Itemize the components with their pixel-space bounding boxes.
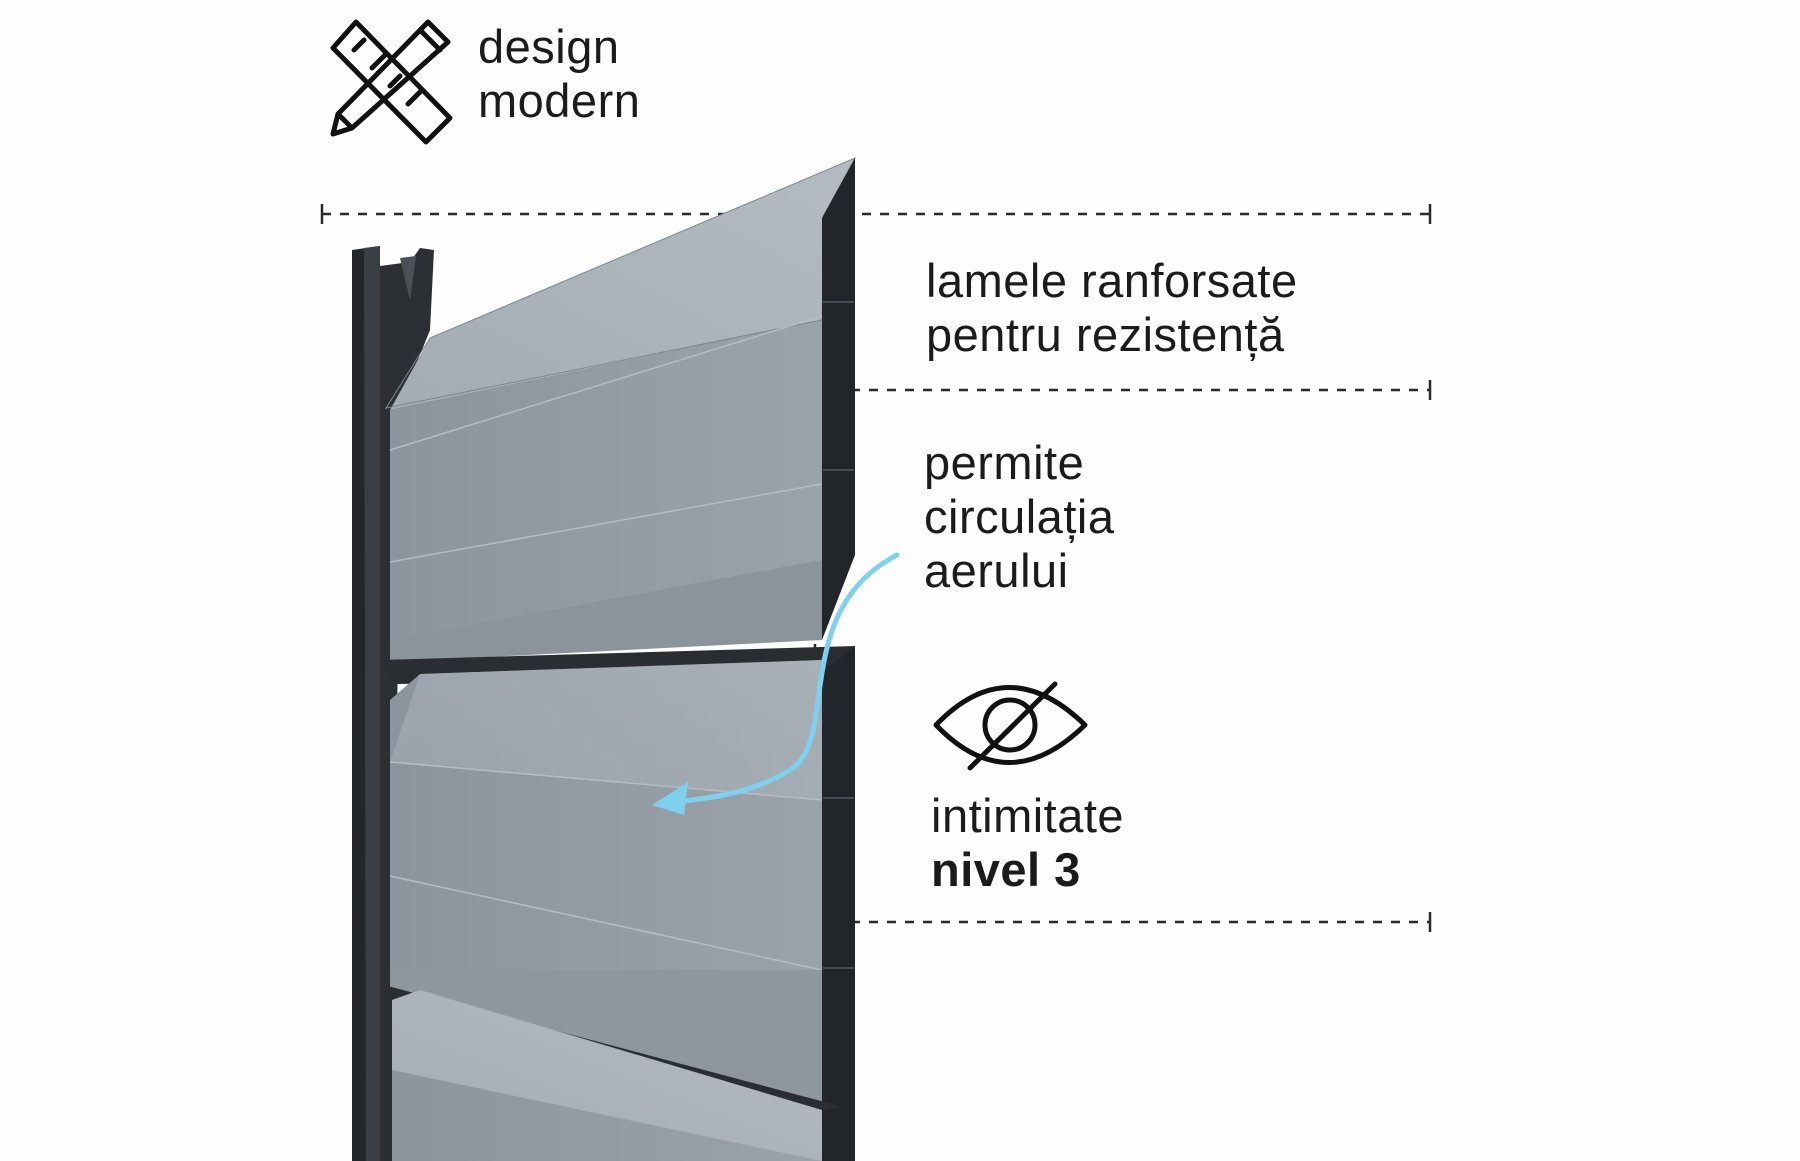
privacy-level: nivel 3 — [931, 843, 1081, 896]
slats-line-1: lamele ranforsate — [926, 254, 1298, 307]
design-line-1: design — [478, 20, 620, 73]
eye-slash-icon — [933, 681, 1088, 771]
airflow-arrow-head — [652, 782, 688, 815]
airflow-line-1: permite — [924, 436, 1085, 489]
slats-line-2: pentru rezistență — [926, 308, 1285, 361]
slat-1 — [384, 156, 857, 662]
pencil-ruler-icon — [330, 19, 453, 145]
slat-3 — [384, 985, 855, 1161]
airflow-line-2: circulația — [924, 490, 1115, 543]
privacy-label: intimitate nivel 3 — [931, 789, 1124, 897]
privacy-line-1: intimitate — [931, 789, 1125, 842]
design-modern-label: design modern — [478, 20, 640, 128]
reinforced-slats-label: lamele ranforsate pentru rezistență — [926, 254, 1298, 362]
airflow-arrow — [657, 552, 900, 806]
design-line-2: modern — [478, 74, 641, 127]
airflow-line-3: aerului — [924, 544, 1069, 597]
dimension-lines — [320, 204, 1432, 932]
airflow-label: permite circulația aerului — [924, 436, 1114, 598]
slat-2 — [380, 646, 855, 1110]
